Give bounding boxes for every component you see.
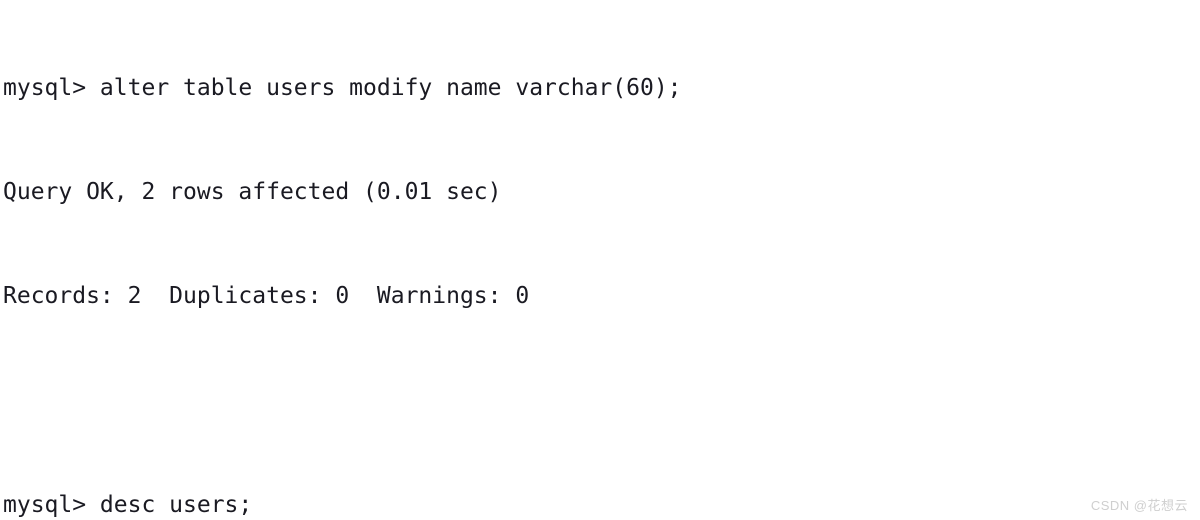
terminal-line-blank [3,384,806,419]
csdn-watermark: CSDN @花想云 [1090,498,1188,513]
terminal-line-records: Records: 2 Duplicates: 0 Warnings: 0 [3,283,530,310]
terminal-output[interactable]: mysql> alter table users modify name var… [3,1,806,520]
terminal-line-desc-command: mysql> desc users; [3,492,253,519]
terminal-line-alter-command: mysql> alter table users modify name var… [3,74,682,101]
terminal-line-query-ok: Query OK, 2 rows affected (0.01 sec) [3,178,502,205]
